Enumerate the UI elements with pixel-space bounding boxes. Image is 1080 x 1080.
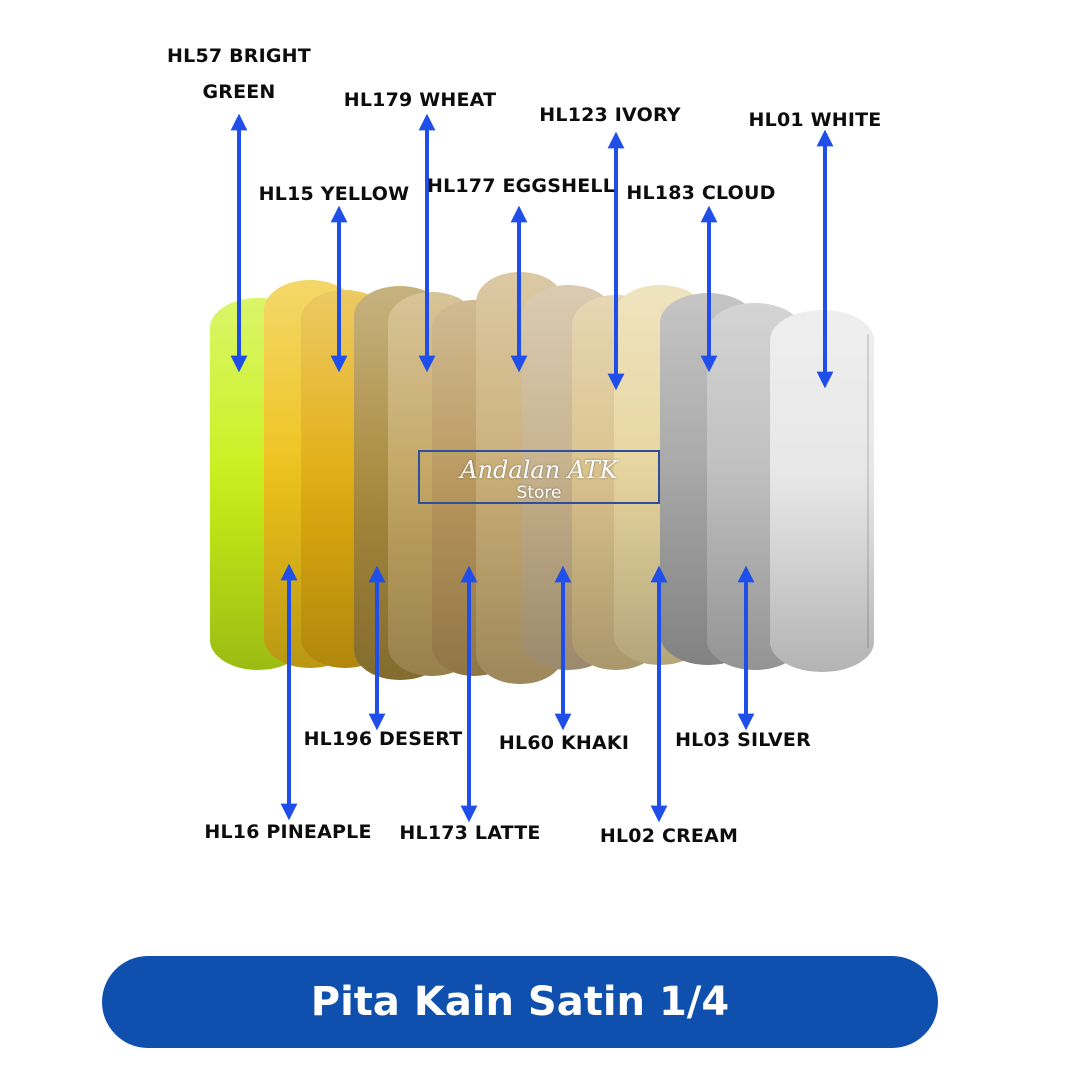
banner-title: Pita Kain Satin 1/4: [310, 979, 730, 1025]
label-hl123-ivory: HL123 IVORY: [539, 104, 681, 126]
watermark-brand: Andalan ATK: [460, 456, 618, 484]
label-hl57-bright-green: HL57 BRIGHT GREEN: [167, 45, 311, 104]
label-hl16-pineaple: HL16 PINEAPLE: [204, 821, 372, 843]
ribbon-roll-white: [770, 310, 874, 672]
title-banner: Pita Kain Satin 1/4: [102, 956, 938, 1048]
label-hl01-white: HL01 WHITE: [748, 109, 882, 131]
label-hl179-wheat: HL179 WHEAT: [343, 89, 497, 111]
label-hl173-latte: HL173 LATTE: [399, 822, 541, 844]
label-hl196-desert: HL196 DESERT: [303, 728, 463, 750]
label-hl177-eggshell: HL177 EGGSHELL: [426, 175, 616, 197]
label-hl02-cream: HL02 CREAM: [599, 825, 739, 847]
label-hl03-silver: HL03 SILVER: [675, 729, 811, 751]
label-hl60-khaki: HL60 KHAKI: [498, 732, 630, 754]
ribbon-rolls: [210, 272, 874, 684]
watermark-store: Store: [516, 483, 562, 503]
pointer-arrows: [230, 113, 834, 823]
label-hl15-yellow: HL15 YELLOW: [258, 183, 410, 205]
label-hl183-cloud: HL183 CLOUD: [626, 182, 776, 204]
store-watermark: Andalan ATK Store: [418, 450, 660, 504]
